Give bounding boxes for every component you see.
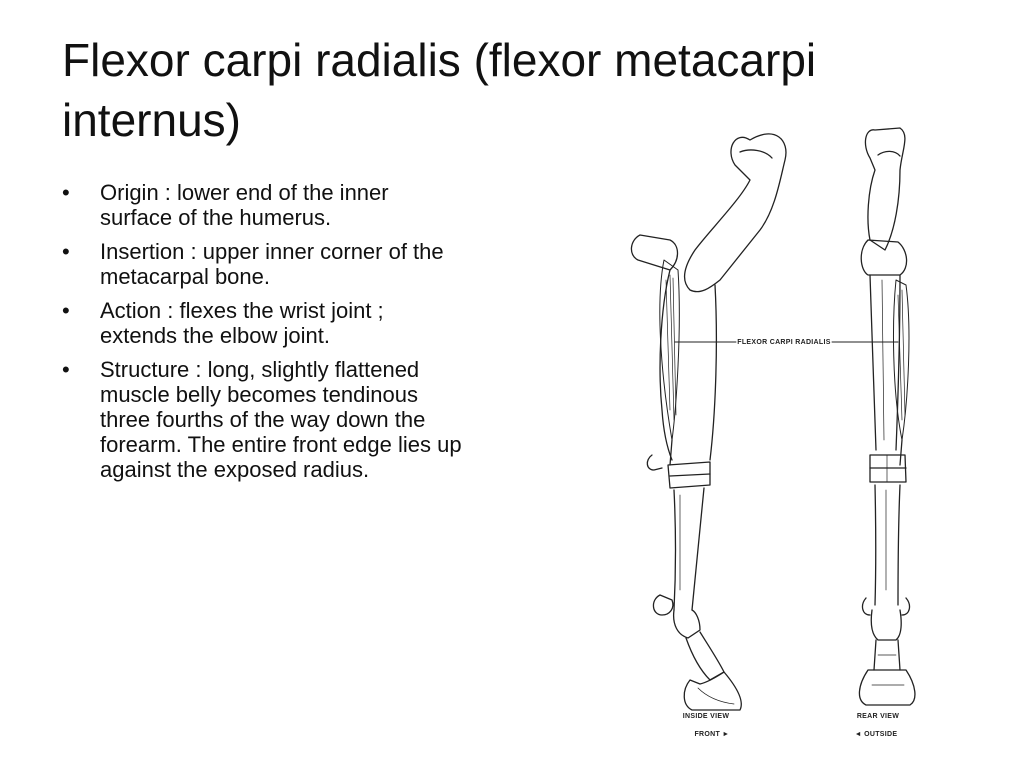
bullet-item-action: • Action : flexes the wrist joint ; exte… bbox=[62, 298, 462, 348]
front-direction-label: FRONT ► bbox=[694, 731, 729, 738]
bullet-dot: • bbox=[62, 180, 70, 205]
bullet-dot: • bbox=[62, 357, 70, 382]
bullet-text: Origin : lower end of the inner surface … bbox=[100, 180, 389, 230]
outside-direction-label: ◄ OUTSIDE bbox=[855, 731, 898, 738]
bullet-dot: • bbox=[62, 239, 70, 264]
bullet-text: Insertion : upper inner corner of the me… bbox=[100, 239, 444, 289]
slide-title: Flexor carpi radialis (flexor metacarpi … bbox=[62, 34, 817, 146]
rear-view-label: REAR VIEW bbox=[857, 713, 899, 720]
bullet-dot: • bbox=[62, 298, 70, 323]
bullet-item-origin: • Origin : lower end of the inner surfac… bbox=[62, 180, 462, 230]
bullet-text: Action : flexes the wrist joint ; extend… bbox=[100, 298, 384, 348]
bullet-text: Structure : long, slightly flattened mus… bbox=[100, 357, 462, 482]
bullet-item-structure: • Structure : long, slightly flattened m… bbox=[62, 357, 462, 482]
rear-view-leg-drawing bbox=[858, 127, 916, 706]
anatomy-illustration: FLEXOR CARPI RADIALIS INSIDE VIEW FRONT … bbox=[630, 127, 916, 738]
muscle-label: FLEXOR CARPI RADIALIS bbox=[737, 339, 830, 346]
bullet-list: • Origin : lower end of the inner surfac… bbox=[62, 180, 462, 491]
inside-view-leg-drawing bbox=[630, 133, 787, 711]
inside-view-label: INSIDE VIEW bbox=[683, 713, 730, 720]
bullet-item-insertion: • Insertion : upper inner corner of the … bbox=[62, 239, 462, 289]
